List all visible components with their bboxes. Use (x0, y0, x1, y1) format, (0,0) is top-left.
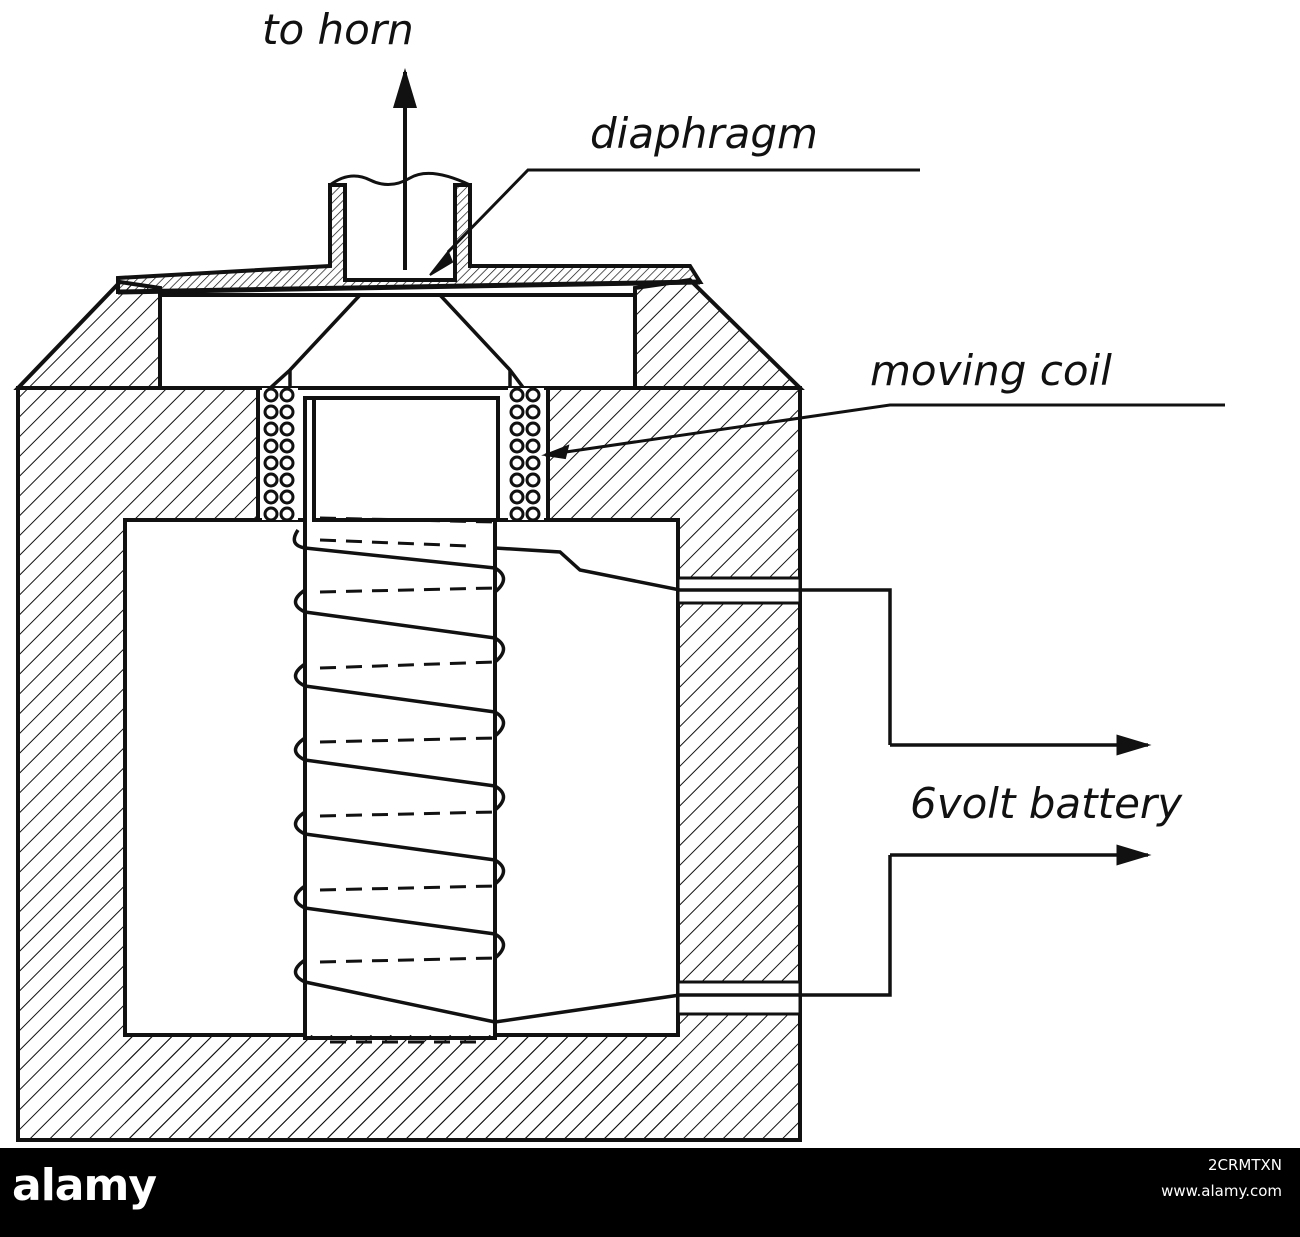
alamy-logo: alamy (12, 1160, 157, 1211)
magnet-base (125, 1035, 678, 1140)
upper-ring-left (13, 279, 162, 390)
image-id: 2CRMTXN (1207, 1156, 1282, 1174)
upper-ring-right (633, 277, 805, 390)
label-diaphragm: diaphragm (590, 109, 818, 158)
moving-coil-left (262, 387, 298, 522)
throat-break (329, 171, 471, 187)
pole-tip (312, 396, 500, 522)
top-plate (116, 183, 704, 295)
terminal-opening-bottom (676, 980, 802, 1016)
moving-coil-leader (544, 403, 1225, 457)
site-url: www.alamy.com (1161, 1182, 1282, 1200)
diaphragm-leader (446, 168, 920, 254)
field-winding-back (319, 516, 496, 1044)
moving-coil-right (508, 387, 544, 522)
battery-leads (494, 546, 892, 1024)
label-to-horn: to horn (262, 5, 414, 54)
diaphragm (117, 279, 701, 295)
field-winding (292, 529, 506, 1024)
horn-unit-diagram: to horn diaphragm moving coil 6volt batt… (13, 5, 1225, 1142)
upper-chamber (158, 293, 637, 390)
label-moving-coil: moving coil (870, 346, 1112, 395)
label-battery: 6volt battery (910, 779, 1183, 828)
stock-watermark-bar: alamy 2CRMTXN www.alamy.com (0, 1148, 1300, 1237)
